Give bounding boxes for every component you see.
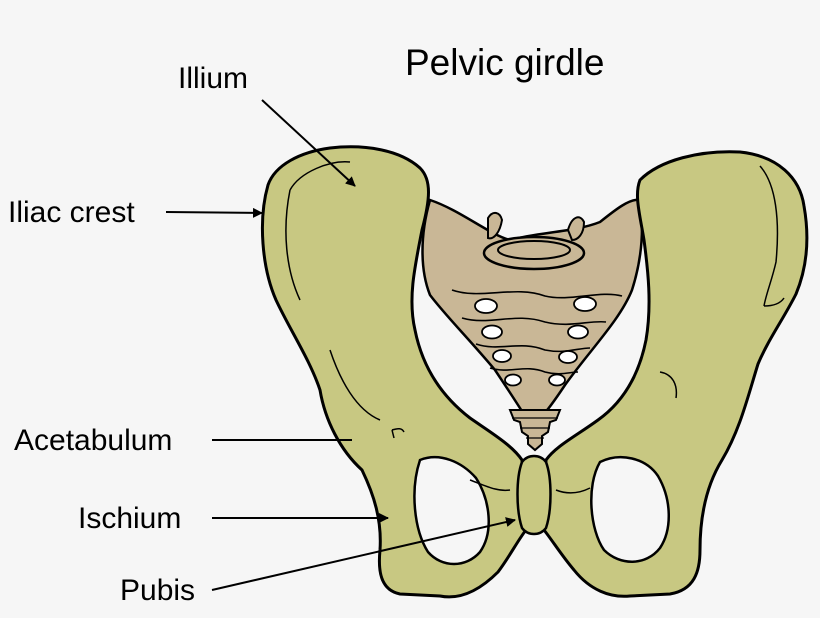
- sacral-foramina: [474, 296, 597, 387]
- sacral-ridges: [451, 289, 623, 375]
- sacrum: [421, 198, 644, 452]
- left-obturator-foramen: [413, 455, 490, 566]
- sacral-foramen: [474, 298, 498, 314]
- diagram-title: Pelvic girdle: [405, 42, 605, 83]
- right-hip-bone: [542, 150, 809, 598]
- right-iliac-detail: [555, 165, 785, 494]
- sacral-foramen: [558, 350, 578, 364]
- illium-arrow: [261, 99, 356, 187]
- sacral-foramen: [548, 373, 566, 387]
- sacral-foramen: [481, 324, 503, 340]
- label-ischium: Ischium: [78, 502, 182, 535]
- iliac-crest-arrow: [165, 207, 263, 218]
- coccyx: [508, 409, 562, 452]
- label-iliac-crest: Iliac crest: [8, 196, 135, 229]
- sacral-foramen: [573, 296, 597, 312]
- coccyx-segments: [512, 417, 558, 439]
- leader-lines: [165, 99, 516, 591]
- label-illium: Illium: [178, 62, 249, 95]
- sacral-ala-left: [487, 212, 504, 240]
- label-acetabulum: Acetabulum: [14, 424, 173, 457]
- sacral-ala-right: [566, 216, 586, 242]
- label-pubis: Pubis: [120, 574, 196, 607]
- left-hip-bone: [260, 145, 528, 599]
- sacral-foramen: [567, 324, 589, 340]
- pubic-symphysis: [516, 454, 552, 536]
- sacrum-body: [421, 198, 644, 418]
- left-iliac-detail: [285, 161, 511, 492]
- sacral-foramen: [492, 349, 512, 363]
- sacral-foramen: [504, 373, 522, 387]
- right-hip-outline: [542, 150, 809, 598]
- right-obturator-foramen: [590, 455, 670, 563]
- pubis-arrow: [211, 517, 516, 591]
- sacral-canal: [497, 240, 571, 260]
